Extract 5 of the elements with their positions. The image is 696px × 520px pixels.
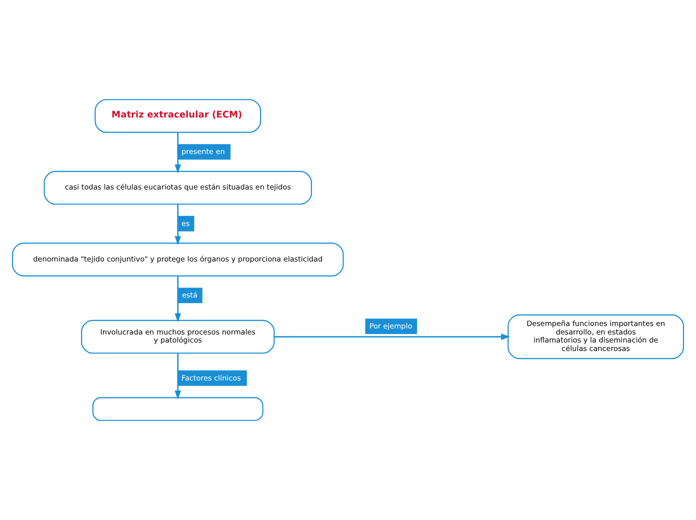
edge-label: es	[182, 218, 190, 228]
edge-label: Por ejemplo	[369, 322, 412, 331]
edge-label: está	[182, 290, 198, 300]
edge-label: presente en	[182, 147, 225, 156]
edge-label: Factores clínicos	[182, 373, 241, 382]
